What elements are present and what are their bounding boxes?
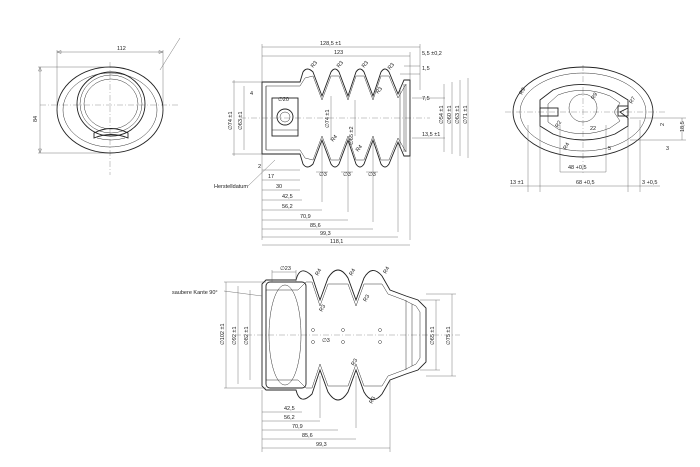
bv-dia75: ∅75 ±1: [446, 326, 452, 345]
side-dim-55: 5,5 ±0,2: [422, 51, 442, 57]
side-dim-2: 2: [258, 164, 261, 170]
bv-r4-a: R4: [315, 268, 324, 277]
bv-dia102: ∅102 ±1: [220, 323, 226, 345]
front-height-label: 84: [33, 116, 39, 122]
rv-dim3: 3 +0,5: [642, 180, 657, 186]
side-dim-135: 13,5 ±1: [422, 132, 440, 138]
front-view: 112 84: [33, 37, 181, 175]
side-chain-1: 56,2: [282, 204, 293, 210]
side-view: 128,5 ±1 123 5,5 ±0,2 1,5 7,5 13,5 ±1 ∅7…: [214, 41, 469, 246]
side-dia20: ∅20: [278, 97, 289, 103]
rv-d185: 18,5: [680, 121, 686, 132]
bv-r4-c: R4: [383, 266, 392, 275]
side-dia65b: ∅65 ±2: [349, 126, 355, 145]
side-chain-4: 99,3: [320, 231, 331, 237]
side-length-123: 123: [334, 50, 343, 56]
rv-dim13: 13 ±1: [510, 180, 524, 186]
side-r3-c: R3: [361, 60, 370, 69]
bv-dia65: ∅65 ±1: [430, 326, 436, 345]
rv-r7: R7: [629, 96, 638, 105]
side-dim-75: 7,5: [422, 96, 430, 102]
side-dim-30: 30: [276, 184, 282, 190]
bv-r3-d: R3: [369, 396, 378, 405]
side-chain-2: 70,9: [300, 214, 311, 220]
side-total-length: 128,5 ±1: [320, 41, 341, 47]
bv-dia92: ∅92 ±1: [232, 326, 238, 345]
bv-r3-a: R3: [319, 304, 328, 313]
rv-d22: 22: [590, 126, 596, 132]
side-r3-e: R3: [375, 86, 384, 95]
side-r3-b: R3: [336, 60, 345, 69]
bv-chain-1: 56,2: [284, 415, 295, 421]
bottom-view: ∅23 saubere Kante 90° ∅102 ±1 ∅92 ±1 ∅82…: [172, 266, 460, 452]
side-dia71: ∅71 ±1: [463, 105, 469, 124]
side-phi3-c: ∅3: [368, 172, 376, 178]
side-phi3-a: ∅3: [319, 172, 327, 178]
rv-dim48: 48 +0,5: [568, 165, 587, 171]
side-chain-3: 85,6: [310, 223, 321, 229]
rv-r9b: R9: [591, 92, 600, 101]
bv-chain-0: 42,5: [284, 406, 295, 412]
front-width-label: 112: [117, 46, 126, 52]
rv-d3: 3: [666, 146, 669, 152]
side-r4-a: R4: [330, 134, 339, 143]
bv-kante: saubere Kante 90°: [172, 290, 218, 296]
bv-dia82: ∅82 ±1: [244, 326, 250, 345]
side-dim-4: 4: [250, 91, 253, 97]
side-r3-d: R3: [387, 62, 396, 71]
side-dia74a: ∅74 ±1: [228, 111, 234, 130]
right-view: R9 R9 R2 R4 R7 22 5 3 18,5 2 48 +0,5 13 …: [505, 65, 686, 192]
side-chain-0: 42,5: [282, 194, 293, 200]
side-r4-b: R4: [355, 144, 364, 153]
side-dim-15: 1,5: [422, 66, 430, 72]
rv-r9a: R9: [519, 87, 528, 96]
rv-r4: R4: [563, 142, 572, 151]
bv-chain-4: 99,3: [316, 442, 327, 448]
bv-dia23: ∅23: [280, 266, 291, 272]
side-dia54: ∅54 ±1: [439, 105, 445, 124]
side-phi3-b: ∅3: [343, 172, 351, 178]
side-dia63a: ∅63 ±1: [238, 111, 244, 130]
side-r3-a: R3: [310, 60, 319, 69]
rv-d5: 5: [608, 146, 611, 152]
bv-phi3: ∅3: [322, 338, 330, 344]
side-dia60: ∅60 ±1: [447, 105, 453, 124]
rv-r2: R2: [555, 120, 564, 129]
rv-d2: 2: [660, 123, 666, 126]
hersteller-label: Herstelldatum: [214, 184, 248, 190]
side-dia63b: ∅63 ±1: [455, 105, 461, 124]
bv-chain-2: 70,9: [292, 424, 303, 430]
bv-r3-b: R3: [363, 294, 372, 303]
side-dia74b: ∅74 ±1: [325, 109, 331, 128]
side-dim-17: 17: [268, 174, 274, 180]
bv-r4-b: R4: [349, 268, 358, 277]
bv-chain-3: 85,6: [302, 433, 313, 439]
rv-dim68: 68 +0,5: [576, 180, 595, 186]
bv-r3-c: R3: [351, 358, 360, 367]
side-chain-5: 118,1: [330, 239, 343, 245]
